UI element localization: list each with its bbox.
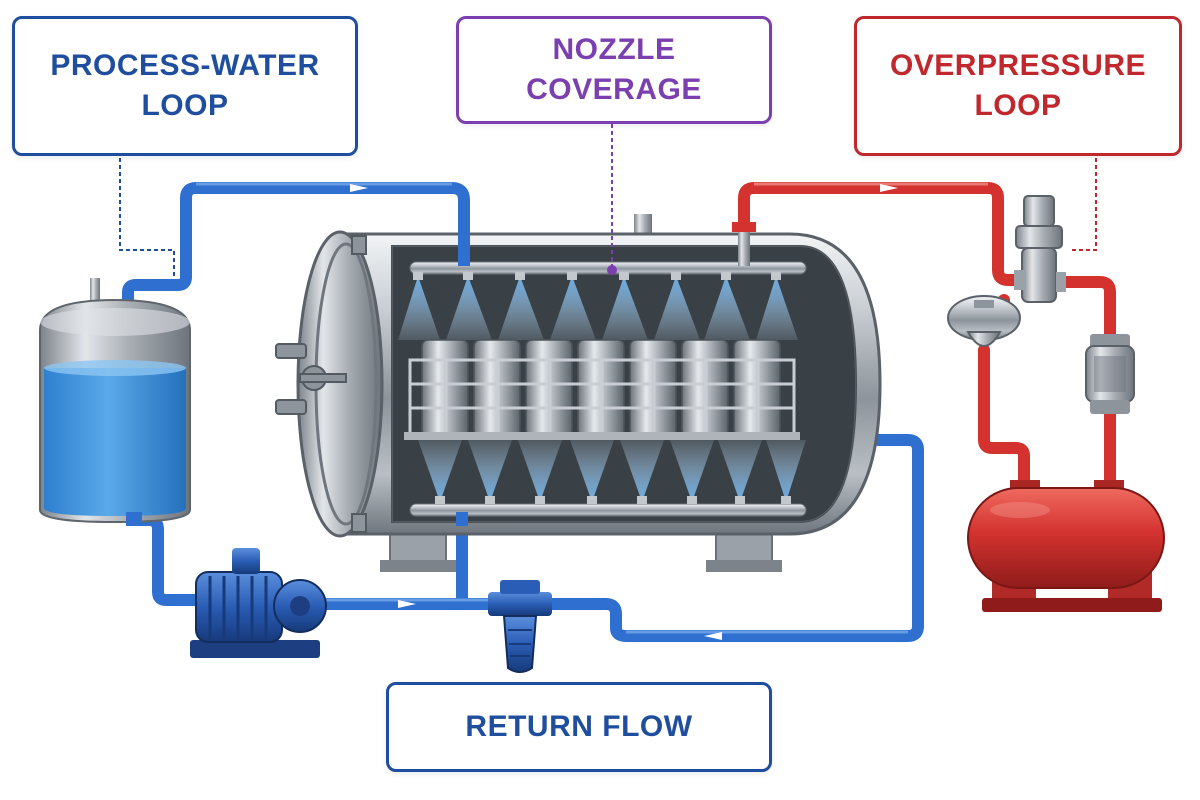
process-water-loop-callout: PROCESS-WATER LOOP: [12, 16, 358, 156]
callout-line: NOZZLE: [552, 33, 676, 66]
nozzle-callout-marker: [607, 265, 617, 275]
return-flow-callout: RETURN FLOW: [386, 682, 772, 772]
flow-arrow-icon: [398, 600, 416, 608]
flow-arrow-icon: [350, 184, 368, 192]
flow-arrow-icon: [880, 184, 898, 192]
spray-nozzles-top: [398, 272, 798, 340]
flow-arrow-icon: [704, 632, 722, 640]
can-basket: [404, 339, 800, 440]
return-strainer: [488, 580, 552, 673]
nozzle-coverage-callout: NOZZLE COVERAGE: [456, 16, 772, 124]
inline-filter: [1085, 334, 1135, 414]
callout-connectors: [119, 124, 1097, 278]
air-receiver-tank: [967, 480, 1165, 612]
spray-nozzles-bottom: [418, 440, 806, 504]
circulation-pump: [190, 548, 327, 658]
water-tank: [39, 278, 191, 526]
pressure-regulator: [947, 295, 1021, 347]
callout-line: PROCESS-WATER: [50, 49, 320, 82]
pressure-relief-valve: [1014, 195, 1066, 303]
callout-line: RETURN FLOW: [465, 710, 693, 743]
callout-line: LOOP: [141, 89, 229, 122]
flow-arrow-icons: [350, 184, 722, 640]
overpressure-loop-callout: OVERPRESSURE LOOP: [854, 16, 1182, 156]
callout-line: LOOP: [974, 89, 1062, 122]
callout-line: COVERAGE: [526, 73, 702, 106]
callout-line: OVERPRESSURE: [889, 49, 1147, 82]
